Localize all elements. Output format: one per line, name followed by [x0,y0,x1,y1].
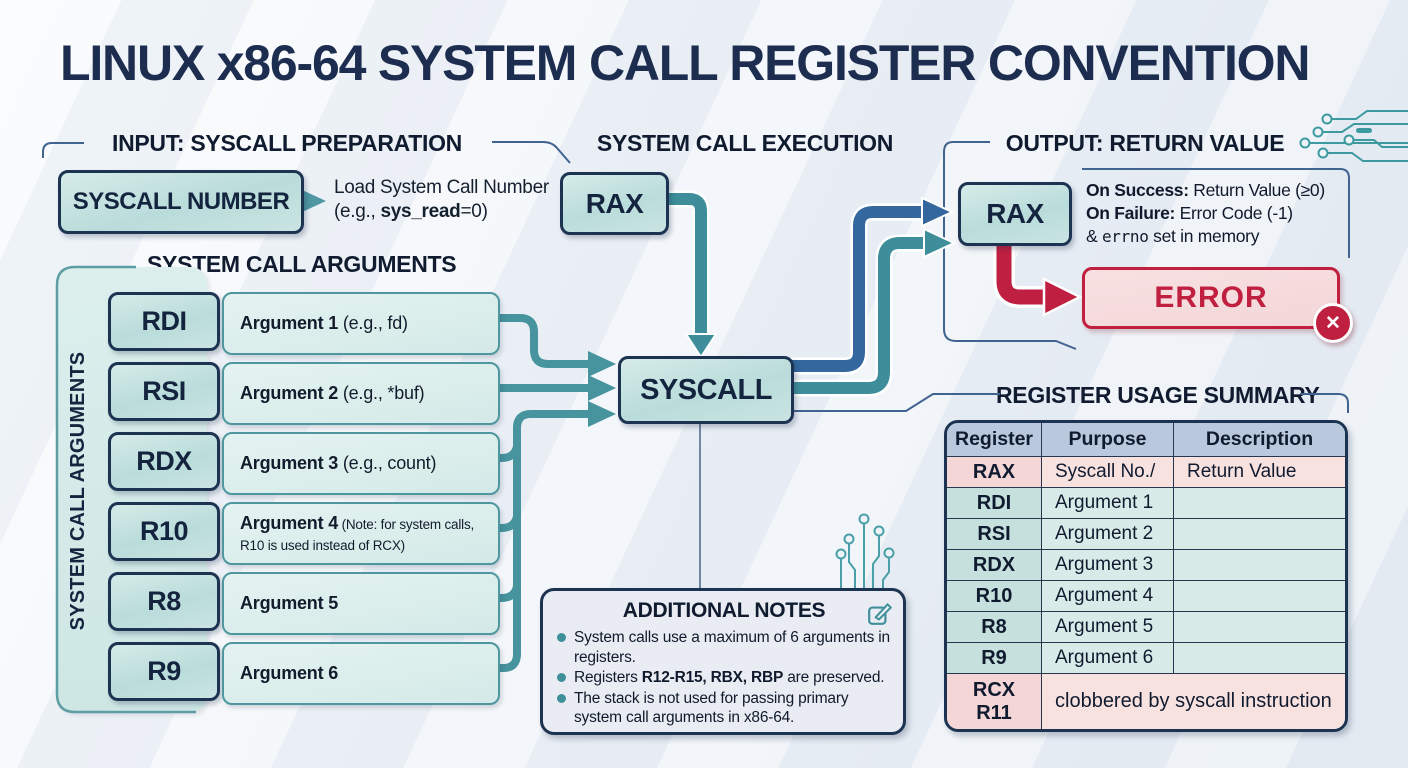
arrowhead-teal-icon [923,227,957,259]
argument-box-3: Argument 3 (e.g., count) [222,432,500,495]
table-cell-description [1173,487,1345,518]
argument-box-2: Argument 2 (e.g., *buf) [222,362,500,425]
summary-bracket-left [790,393,1000,412]
section-header-output: OUTPUT: RETURN VALUE [1005,130,1285,156]
input-bracket-right [492,141,571,164]
bullet-dot-icon [557,633,566,642]
notes-title: ADDITIONAL NOTES [622,599,826,622]
table-cell-purpose: Argument 5 [1041,611,1173,642]
syscall-box: SYSCALL [618,356,794,424]
argument-box-5: Argument 5 [222,572,500,635]
section-header-execution: SYSTEM CALL EXECUTION [596,130,894,156]
arguments-vertical-label: SYSTEM CALL ARGUMENTS [67,351,89,631]
edit-icon [868,603,892,625]
table-cell-description [1173,518,1345,549]
table-cell-register: RDX [947,549,1041,580]
failure-line: On Failure: Error Code (-1) [1086,203,1293,223]
arrowhead-arg3-icon [588,401,616,427]
table-cell-register: RSI [947,518,1041,549]
input-bracket-left [42,142,84,158]
bullet-dot-icon [557,693,566,703]
load-note-line1: Load System Call Number [334,177,549,198]
table-cell-purpose: Argument 6 [1041,642,1173,673]
arrowhead-error-icon [1042,276,1083,318]
arrowhead-blue-icon [921,196,955,228]
load-syscall-note: Load System Call Number (e.g., sys_read=… [334,176,549,224]
register-box-r8: R8 [108,572,220,631]
argument-box-6: Argument 6 [222,642,500,705]
table-cell-purpose: Syscall No./ [1041,456,1173,487]
bullet-dot-icon [557,673,566,682]
table-cell-register: R10 [947,580,1041,611]
table-cell-description [1173,642,1345,673]
blue-arrow-casing [788,203,922,375]
table-cell-register: RAX [947,456,1041,487]
success-line: On Success: Return Value (≥0) [1086,180,1325,200]
table-cell-purpose: Argument 3 [1041,549,1173,580]
table-cell-register: R9 [947,642,1041,673]
page-title: LINUX x86-64 SYSTEM CALL REGISTER CONVEN… [60,35,1310,91]
table-cell-description [1173,549,1345,580]
table-cell-purpose: Argument 4 [1041,580,1173,611]
table-cell-description: Return Value [1173,456,1345,487]
table-cell-purpose: Argument 1 [1041,487,1173,518]
rax-input-box: RAX [560,172,669,235]
arrowhead-arg2-icon [588,375,616,401]
note-bullet-3: The stack is not used for passing primar… [557,689,893,728]
table-cell-description [1173,611,1345,642]
errno-line: & errno set in memory [1086,226,1260,246]
register-box-rdi: RDI [108,292,220,351]
circuit-decoration-notes-icon [835,513,895,588]
arrow-syscall-to-rax-teal [788,237,924,394]
register-box-r10: R10 [108,502,220,561]
argument-box-4: Argument 4 (Note: for system calls, R10 … [222,502,500,565]
column-header-purpose: Purpose [1041,423,1173,456]
summary-table: Register Purpose Description RAX Syscall… [944,420,1348,732]
register-box-r9: R9 [108,642,220,701]
table-cell-register: R8 [947,611,1041,642]
table-cell-clobbered-text: clobbered by syscall instruction [1041,673,1345,729]
register-box-rdx: RDX [108,432,220,491]
arrowhead-rax-to-syscall-icon [684,333,718,359]
note-bullet-2: Registers R12-R15, RBX, RBP are preserve… [557,668,893,688]
section-header-summary: REGISTER USAGE SUMMARY [996,382,1320,408]
circuit-decoration-top-right-icon [1299,110,1408,162]
column-header-description: Description [1173,423,1345,456]
error-x-icon: ✕ [1313,303,1353,343]
notes-box: ADDITIONAL NOTES System calls use a maxi… [540,588,906,735]
note-bullet-1: System calls use a maximum of 6 argument… [557,628,893,667]
arrow-rax-to-error [996,240,1044,305]
section-header-input: INPUT: SYSCALL PREPARATION [111,130,462,156]
error-arrow-casing [993,240,1044,308]
syscall-number-box: SYSCALL NUMBER [58,170,304,234]
arrow-syscall-to-rax-blue [788,206,922,372]
column-header-register: Register [947,423,1041,456]
table-cell-register: RDI [947,487,1041,518]
arrowhead-arg1-icon [588,351,616,377]
argument-box-1: Argument 1 (e.g., fd) [222,292,500,355]
table-cell-purpose: Argument 2 [1041,518,1173,549]
teal-arrow-casing [788,234,924,397]
error-box: ERROR [1082,267,1340,329]
load-note-line2: (e.g., sys_read=0) [334,201,488,222]
table-cell-description [1173,580,1345,611]
return-value-note: On Success: Return Value (≥0) On Failure… [1086,179,1325,248]
rax-output-box: RAX [958,182,1072,246]
register-box-rsi: RSI [108,362,220,421]
table-cell-register-clobbered: RCX R11 [947,673,1041,729]
